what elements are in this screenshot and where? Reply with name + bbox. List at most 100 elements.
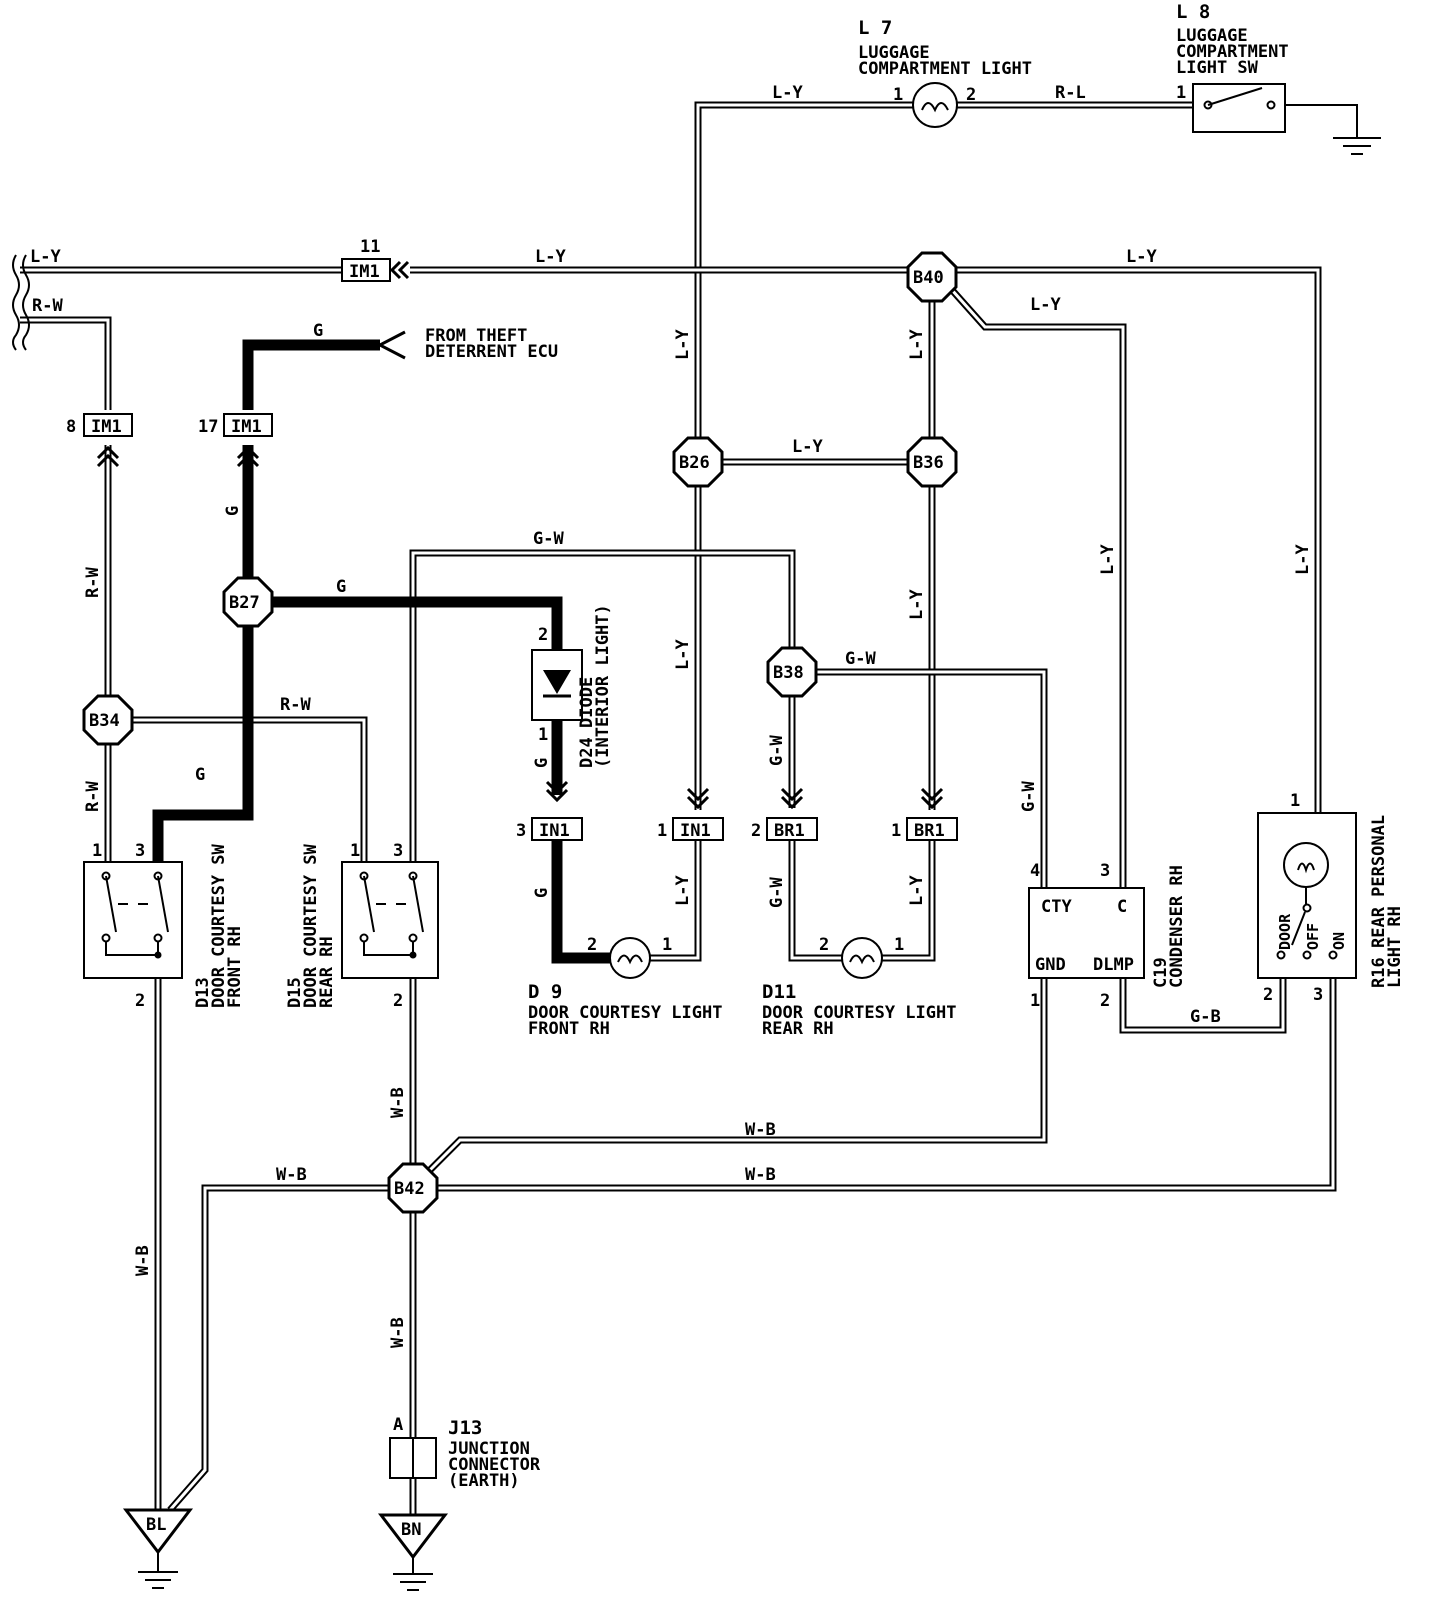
svg-text:G-W: G-W [1019,781,1039,812]
svg-text:L-Y: L-Y [30,247,61,267]
svg-text:REAR RH: REAR RH [317,936,337,1008]
svg-text:R-L: R-L [1055,83,1086,103]
svg-text:17: 17 [198,417,218,437]
svg-text:G: G [223,506,243,516]
svg-text:CONDENSER RH: CONDENSER RH [1167,865,1187,988]
svg-text:C19: C19 [1151,957,1171,988]
svg-text:2: 2 [135,991,145,1011]
svg-text:GND: GND [1035,955,1066,975]
svg-text:B38: B38 [773,663,804,683]
l7-luggage-light: 1 2 L 7 LUGGAGE COMPARTMENT LIGHT [858,17,1032,128]
svg-text:L-Y: L-Y [792,437,823,457]
svg-text:G-W: G-W [845,649,876,669]
svg-text:11: 11 [360,237,380,257]
svg-text:B26: B26 [679,453,710,473]
junction-b40: B40 [906,251,958,303]
svg-text:G-W: G-W [767,877,787,908]
svg-text:FRONT RH: FRONT RH [225,926,245,1008]
svg-text:D11: D11 [762,981,796,1003]
svg-text:BL: BL [146,1515,166,1535]
svg-text:C: C [1117,897,1127,917]
svg-text:R16: R16 [1369,957,1389,988]
svg-text:D15: D15 [285,977,305,1008]
svg-text:G: G [532,888,552,898]
svg-text:1: 1 [1176,83,1186,103]
svg-text:DOOR COURTESY LIGHT: DOOR COURTESY LIGHT [528,1003,722,1023]
c19-condenser-rh: CTY C GND DLMP 4 3 1 2 C19 CONDENSER RH [1028,861,1187,1011]
svg-text:2: 2 [393,991,403,1011]
connector-in1-1: IN1 1 [657,817,724,841]
svg-text:COMPARTMENT LIGHT: COMPARTMENT LIGHT [858,59,1032,79]
svg-text:1: 1 [1290,791,1300,811]
connector-br1-2: BR1 2 [751,817,818,841]
svg-text:3: 3 [1313,985,1323,1005]
svg-text:2: 2 [538,625,548,645]
svg-text:1: 1 [1030,991,1040,1011]
svg-text:1: 1 [92,841,102,861]
svg-text:IM1: IM1 [91,417,122,437]
svg-text:L-Y: L-Y [1126,247,1157,267]
j13-junction-connector: A J13 JUNCTION CONNECTOR (EARTH) [389,1415,541,1491]
svg-text:DOOR COURTESY LIGHT: DOOR COURTESY LIGHT [762,1003,956,1023]
svg-text:1: 1 [891,821,901,841]
svg-text:CTY: CTY [1041,897,1072,917]
svg-text:B36: B36 [913,453,944,473]
svg-text:R-W: R-W [83,781,103,812]
ground-bn: BN [377,1513,449,1591]
svg-text:1: 1 [657,821,667,841]
ground-bl: BL [122,1508,194,1589]
d11-door-courtesy-light-rear: 2 1 D11 DOOR COURTESY LIGHT REAR RH [762,935,956,1039]
l8-luggage-light-switch: 1 L 8 LUGGAGE COMPARTMENT LIGHT SW [1176,1,1381,155]
svg-text:D24: D24 [577,737,597,768]
svg-text:REAR RH: REAR RH [762,1019,834,1039]
svg-text:L 8: L 8 [1176,1,1210,23]
svg-text:B42: B42 [394,1179,425,1199]
svg-text:W-B: W-B [745,1165,776,1185]
svg-text:L-Y: L-Y [673,639,693,670]
svg-text:IN1: IN1 [539,821,570,841]
connector-in1-3: IN1 3 [516,817,583,841]
svg-text:1: 1 [894,935,904,955]
svg-text:L-Y: L-Y [772,83,803,103]
wires-thick-g [152,339,610,964]
svg-text:1: 1 [350,841,360,861]
junction-b42: B42 [387,1162,439,1214]
svg-text:DOOR: DOOR [1276,913,1294,950]
svg-text:L-Y: L-Y [907,875,927,906]
svg-text:2: 2 [1100,991,1110,1011]
svg-text:IM1: IM1 [231,417,262,437]
svg-text:J13: J13 [448,1417,482,1439]
svg-text:2: 2 [819,935,829,955]
svg-text:3: 3 [516,821,526,841]
connector-im1-8: IM1 8 [66,413,133,437]
svg-text:FROM THEFT: FROM THEFT [425,326,527,346]
d24-diode: 2 1 D24 DIODE (INTERIOR LIGHT) [531,604,613,768]
svg-text:D 9: D 9 [528,981,562,1003]
svg-text:G-B: G-B [1190,1007,1221,1027]
svg-text:IM1: IM1 [349,262,380,282]
svg-text:LIGHT SW: LIGHT SW [1176,58,1259,78]
svg-text:DIODE: DIODE [577,677,597,728]
svg-text:REAR PERSONAL: REAR PERSONAL [1369,815,1389,948]
svg-text:G: G [336,577,346,597]
svg-text:G-W: G-W [533,529,564,549]
svg-text:DETERRENT ECU: DETERRENT ECU [425,342,558,362]
svg-text:BR1: BR1 [914,821,945,841]
svg-text:B40: B40 [913,268,944,288]
connector-chevrons [96,260,944,810]
svg-text:1: 1 [893,85,903,105]
svg-text:(INTERIOR LIGHT): (INTERIOR LIGHT) [593,604,613,768]
svg-text:CONNECTOR: CONNECTOR [448,1455,541,1475]
svg-text:3: 3 [135,841,145,861]
svg-text:(EARTH): (EARTH) [448,1471,520,1491]
svg-text:R-W: R-W [280,695,311,715]
svg-text:L-Y: L-Y [1293,544,1313,575]
svg-text:1: 1 [662,935,672,955]
d15-door-courtesy-switch-rear: 1 3 2 D15 DOOR COURTESY SW REAR RH [285,841,439,1011]
r16-rear-personal-light: DOOR OFF ON 1 2 3 R16 REAR PERSONAL LIGH… [1257,791,1405,1005]
svg-text:BR1: BR1 [774,821,805,841]
svg-text:2: 2 [1263,985,1273,1005]
svg-text:W-B: W-B [388,1317,408,1348]
l8-earth-icon [1333,137,1381,155]
